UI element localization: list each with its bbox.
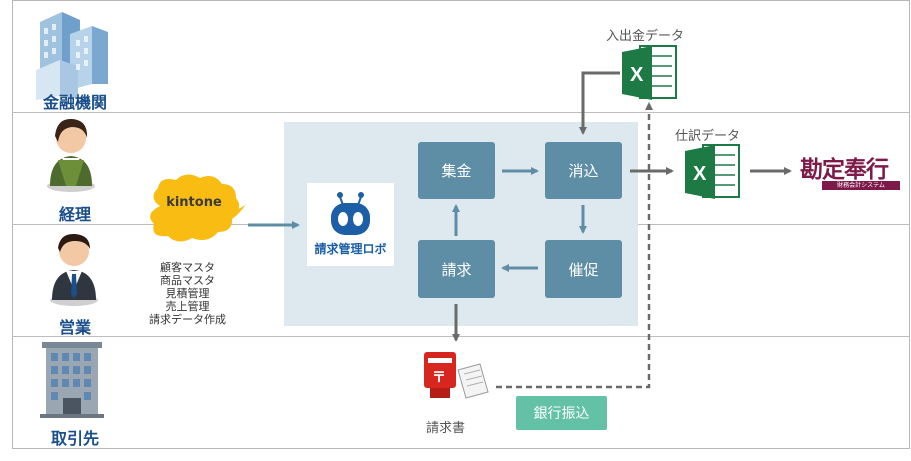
arrow-deposit-reconcile bbox=[579, 71, 620, 135]
lane-divider bbox=[12, 112, 909, 113]
reconcile-box: 消込 bbox=[545, 142, 622, 199]
bank-transfer-badge: 銀行振込 bbox=[516, 396, 607, 430]
accountant-icon bbox=[47, 118, 95, 192]
kintone-feature: 見積管理 bbox=[165, 287, 210, 300]
building-icon bbox=[36, 12, 108, 100]
svg-text:X: X bbox=[630, 64, 644, 86]
lane-divider bbox=[12, 336, 909, 337]
kintone-feature: 顧客マスタ bbox=[160, 261, 215, 274]
deposit-data-label: 入出金データ bbox=[606, 29, 685, 44]
excel-icon: X bbox=[622, 45, 677, 100]
svg-text:〒: 〒 bbox=[432, 370, 446, 386]
salesperson-icon bbox=[50, 233, 98, 306]
lane-label-sales: 営業 bbox=[58, 318, 91, 337]
accounting-software-subtitle: 財務会計システム bbox=[822, 181, 900, 190]
robot-card: 請求管理ロボ bbox=[307, 183, 394, 266]
journal-data-label: 仕訳データ bbox=[675, 129, 741, 144]
lane-label-bank: 金融機関 bbox=[42, 93, 107, 112]
accounting-software-name: 勘定奉行 bbox=[800, 156, 889, 183]
document-icon bbox=[457, 363, 489, 399]
reminder-box: 催促 bbox=[545, 240, 622, 298]
excel-icon: X bbox=[685, 144, 740, 199]
kintone-feature-list: 顧客マスタ 商品マスタ 見積管理 売上管理 請求データ作成 bbox=[140, 261, 235, 326]
accounting-software-logo: 勘定奉行 財務会計システム bbox=[800, 150, 905, 194]
collect-box: 集金 bbox=[418, 142, 495, 199]
kintone-feature: 売上管理 bbox=[165, 300, 210, 313]
invoice-box: 請求 bbox=[418, 240, 495, 298]
postbox-icon: 〒 bbox=[424, 352, 456, 398]
kintone-feature: 請求データ作成 bbox=[149, 313, 226, 326]
kintone-logo-text: kintone bbox=[166, 195, 222, 210]
robot-icon bbox=[331, 192, 370, 235]
kintone-feature: 商品マスタ bbox=[160, 274, 215, 287]
lane-label-accounting: 経理 bbox=[58, 205, 91, 224]
robot-label: 請求管理ロボ bbox=[314, 242, 387, 256]
svg-text:X: X bbox=[693, 163, 707, 185]
lane-label-client: 取引先 bbox=[50, 429, 99, 448]
invoice-doc-label: 請求書 bbox=[426, 421, 466, 436]
office-building-icon bbox=[40, 342, 104, 418]
arrow-bank-transfer bbox=[496, 102, 653, 389]
